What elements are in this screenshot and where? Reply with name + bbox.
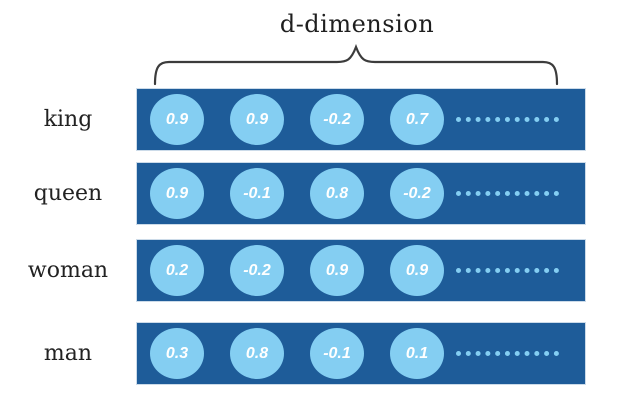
embedding-value-cell: 0.8: [310, 168, 364, 219]
row-label: king: [43, 107, 93, 132]
ellipsis-dots: [456, 268, 559, 273]
embedding-row: woman 0.2 -0.2 0.9 0.9: [0, 239, 637, 302]
dimension-brace: [153, 43, 559, 86]
ellipsis-dots: [456, 351, 559, 356]
embedding-value-cell: -0.2: [230, 245, 284, 296]
ellipsis-dots: [456, 117, 559, 122]
embedding-value-cell: -0.1: [230, 168, 284, 219]
embedding-row: man 0.3 0.8 -0.1 0.1: [0, 322, 637, 385]
embedding-value-cell: 0.7: [390, 94, 444, 145]
embedding-vector-bar: 0.2 -0.2 0.9 0.9: [136, 239, 586, 302]
dimension-label: d-dimension: [279, 10, 435, 38]
embedding-value-cell: -0.2: [310, 94, 364, 145]
embedding-value-cell: 0.9: [150, 168, 204, 219]
embedding-row: queen 0.9 -0.1 0.8 -0.2: [0, 162, 637, 225]
row-label: woman: [27, 258, 109, 283]
embedding-value-cell: 0.9: [310, 245, 364, 296]
embedding-row: king 0.9 0.9 -0.2 0.7: [0, 88, 637, 151]
embedding-vector-bar: 0.9 0.9 -0.2 0.7: [136, 88, 586, 151]
embedding-value-cell: 0.9: [230, 94, 284, 145]
embedding-value-cell: 0.2: [150, 245, 204, 296]
embedding-value-cell: 0.3: [150, 328, 204, 379]
embedding-value-cell: 0.1: [390, 328, 444, 379]
embedding-value-cell: -0.1: [310, 328, 364, 379]
embedding-value-cell: 0.9: [390, 245, 444, 296]
curly-brace-icon: [153, 43, 559, 86]
embedding-vector-bar: 0.3 0.8 -0.1 0.1: [136, 322, 586, 385]
embedding-vector-bar: 0.9 -0.1 0.8 -0.2: [136, 162, 586, 225]
row-label: man: [43, 341, 93, 366]
embedding-value-cell: 0.8: [230, 328, 284, 379]
embedding-value-cell: 0.9: [150, 94, 204, 145]
embedding-value-cell: -0.2: [390, 168, 444, 219]
ellipsis-dots: [456, 191, 559, 196]
row-label: queen: [33, 181, 103, 206]
